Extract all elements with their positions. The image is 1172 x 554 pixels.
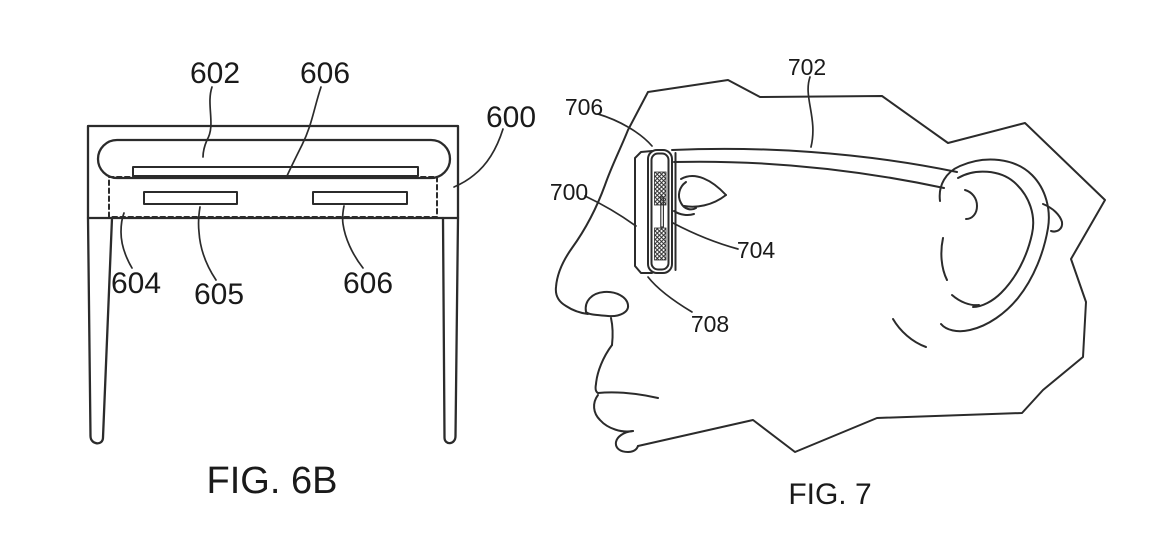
fig6b-leader-606-top [286, 86, 322, 177]
fig7-ear-tragus [964, 189, 978, 220]
fig7-temple-tip-behind-ear [1042, 203, 1064, 233]
ref-numeral-602: 602 [190, 57, 240, 90]
ref-numeral-605: 605 [194, 278, 244, 311]
ref-numeral-704: 704 [737, 237, 776, 263]
fig6b-leader-606-bottom [341, 205, 364, 269]
fig6b-leader-602 [202, 86, 213, 158]
fig7-caption: FIG. 7 [788, 478, 871, 511]
fig6b-leader-604 [120, 212, 133, 269]
ref-numeral-604: 604 [111, 267, 161, 300]
ref-numeral-600: 600 [486, 101, 536, 134]
fig7-leader-708 [647, 276, 693, 313]
ref-numeral-706: 706 [565, 94, 603, 120]
fig6b-right-leg [441, 216, 460, 445]
fig6b-left-leg [86, 216, 114, 445]
fig6b-component-605 [143, 191, 238, 205]
fig7-leader-704 [672, 222, 739, 250]
ref-numeral-702: 702 [788, 54, 826, 80]
fig7-temple-top-702 [671, 147, 958, 173]
fig6b-component-606 [312, 191, 408, 205]
fig6b-strip-606 [132, 166, 419, 177]
fig7-mouth-line [597, 391, 659, 399]
fig7-ear-antitragus [951, 294, 980, 307]
ref-numeral-606-top: 606 [300, 57, 350, 90]
fig7-device-bracket-706 [634, 150, 653, 274]
fig7-philtrum [610, 317, 614, 346]
fig6b-dashed-compartment-604 [108, 176, 438, 218]
ref-numeral-708: 708 [691, 311, 729, 337]
fig6b-leader-600 [453, 128, 504, 188]
fig7-lower-lip [593, 394, 634, 433]
fig7-ear-inner-helix [957, 170, 1035, 308]
fig7-device-inner-outline [650, 152, 670, 271]
fig7-eye-upper-lid [680, 175, 727, 196]
ref-numeral-606-bottom: 606 [343, 267, 393, 300]
fig7-eye-iris [677, 181, 697, 211]
fig7-nostril [584, 290, 630, 318]
fig7-leader-706 [597, 113, 653, 147]
fig7-temple-bottom-702 [673, 160, 945, 189]
ref-numeral-700: 700 [550, 179, 588, 205]
fig7-ear-outer-helix [938, 158, 1050, 333]
fig7-leader-700 [584, 195, 637, 227]
fig6b-display-bar-602 [96, 138, 452, 180]
fig6b-drawing: 602 606 600 604 605 606 FIG. 6B [86, 57, 536, 502]
fig7-chin [614, 430, 639, 453]
fig6b-caption: FIG. 6B [207, 460, 338, 502]
fig7-head-profile [554, 79, 1106, 453]
fig7-hatched-pad-lower [654, 227, 667, 261]
fig7-drawing: 702 706 700 704 708 FIG. 7 [550, 54, 1106, 511]
fig7-connector-704 [660, 196, 664, 228]
fig7-under-ear-curve [892, 318, 927, 348]
fig7-device-body-700 [647, 149, 673, 274]
fig7-ear-concha [940, 237, 948, 281]
fig6b-leader-605 [197, 206, 217, 281]
fig7-eye-lower-lid [683, 194, 727, 208]
fig7-leader-702 [807, 76, 814, 148]
fig7-upper-lip [594, 344, 613, 394]
fig7-eye-lower-accent [673, 210, 695, 216]
